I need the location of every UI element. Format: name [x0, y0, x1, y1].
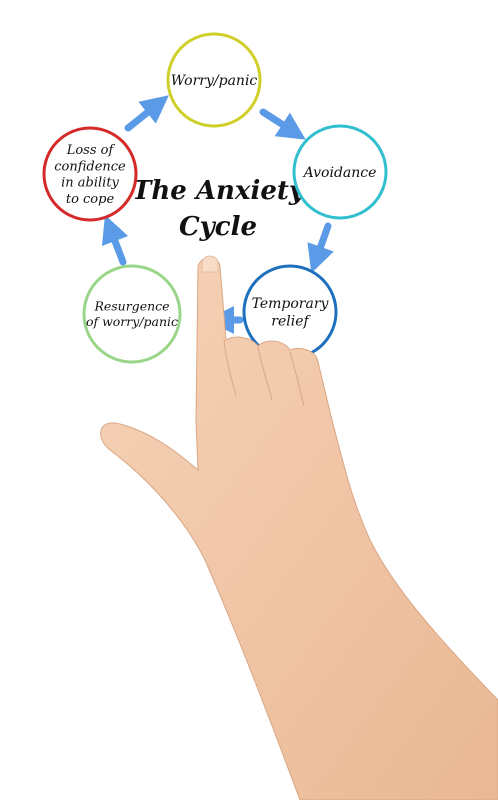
node-circle-loss-confidence — [42, 126, 138, 222]
diagram-title: The Anxiety Cycle — [132, 176, 306, 242]
arrow-avoidance-to-relief — [307, 222, 334, 274]
finger-crease-3 — [289, 351, 305, 407]
node-avoidance: Avoidance — [292, 124, 388, 220]
cycle-arrows — [101, 95, 334, 334]
node-label-resurgence-2: of worry/panic — [86, 314, 178, 329]
node-label-loss-confidence-4: to cope — [66, 192, 115, 207]
node-circle-resurgence — [82, 264, 182, 364]
node-temporary-relief: Temporary relief — [242, 264, 338, 360]
node-label-worry-panic-1: Worry/panic — [171, 73, 258, 89]
fingernail — [201, 255, 219, 273]
pointing-hand — [100, 257, 498, 800]
node-label-avoidance-1: Avoidance — [302, 165, 377, 181]
node-label-loss-confidence-3: in ability — [61, 176, 119, 191]
finger-crease-1 — [223, 339, 237, 397]
title-line-1: The Anxiety — [132, 176, 306, 206]
node-label-loss-confidence-1: Loss of — [66, 143, 116, 158]
node-circle-worry-panic — [166, 32, 262, 128]
node-label-temporary-relief-1: Temporary — [252, 296, 330, 312]
node-circle-avoidance — [292, 124, 388, 220]
hand-illustration — [100, 255, 498, 800]
arrow-loss-to-worry — [124, 95, 169, 132]
node-worry-panic: Worry/panic — [166, 32, 262, 128]
node-label-resurgence-1: Resurgence — [93, 299, 169, 314]
arrow-worry-to-avoidance — [259, 108, 306, 140]
finger-crease-2 — [257, 345, 273, 401]
title-line-2: Cycle — [179, 212, 257, 242]
arrow-resurgence-to-loss — [101, 214, 129, 266]
node-label-loss-confidence-2: confidence — [54, 159, 126, 174]
node-label-temporary-relief-2: relief — [271, 314, 311, 330]
